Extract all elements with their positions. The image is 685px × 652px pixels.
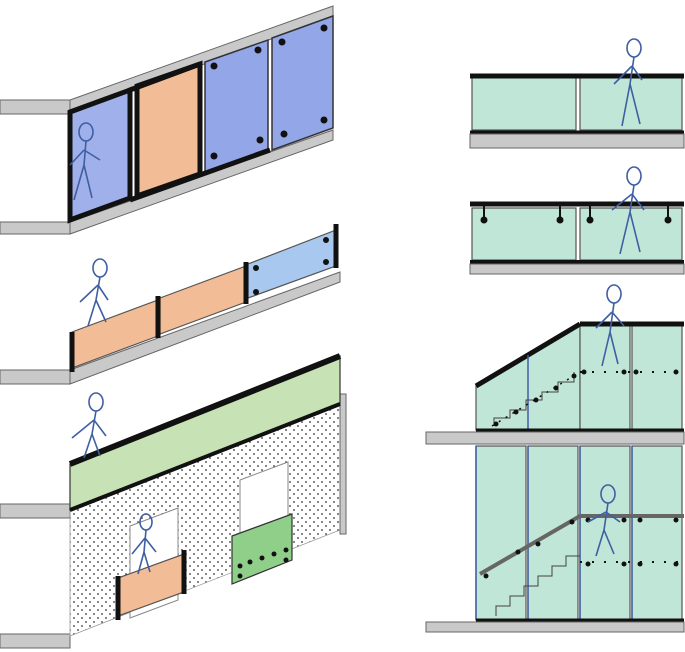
panel-group-point-fixed (469, 166, 685, 275)
glass-panel-green-2 (579, 75, 683, 131)
panel-group-low-stair (0, 224, 341, 385)
person-figure-icon (79, 258, 109, 327)
person-figure-icon (71, 392, 107, 459)
person-figure-icon (131, 513, 157, 575)
glass-panel-green-3 (471, 207, 577, 261)
floor-slab-right-3 (425, 431, 685, 445)
panel-group-full-height-stair (425, 284, 685, 633)
glass-upper-2 (631, 323, 683, 431)
person-figure-icon (69, 122, 101, 201)
glass-panel-blue-3 (271, 14, 334, 152)
glass-upper-1 (579, 323, 631, 431)
floor-slab-upper (0, 99, 71, 115)
person-figure-icon (611, 166, 645, 255)
stair-handrail (478, 514, 582, 576)
panel-group-framed-stair (0, 5, 334, 235)
slab-edge-right (339, 393, 347, 535)
panel-group-top-rail (469, 38, 685, 149)
floor-slab-right-2 (469, 263, 685, 275)
floor-slab-right-1 (469, 133, 685, 149)
balcony-panel-green (231, 513, 293, 585)
person-figure-icon (587, 484, 621, 557)
floor-slab-right-4 (425, 621, 685, 633)
person-figure-icon (613, 38, 643, 127)
glass-lower-1 (475, 445, 527, 621)
bottom-rail (129, 147, 271, 203)
glass-panel-green-1 (471, 75, 577, 131)
floor-slab-perf-top (0, 503, 71, 519)
floor-slab-perf-bottom (0, 633, 71, 649)
glass-lower-4 (631, 445, 683, 621)
stair-stringer-mid (69, 271, 341, 385)
person-figure-icon (595, 284, 625, 367)
top-rail (129, 61, 201, 93)
floor-slab-mid (0, 369, 71, 385)
panel-group-perforated (0, 353, 347, 649)
floor-slab-lower (0, 221, 71, 235)
